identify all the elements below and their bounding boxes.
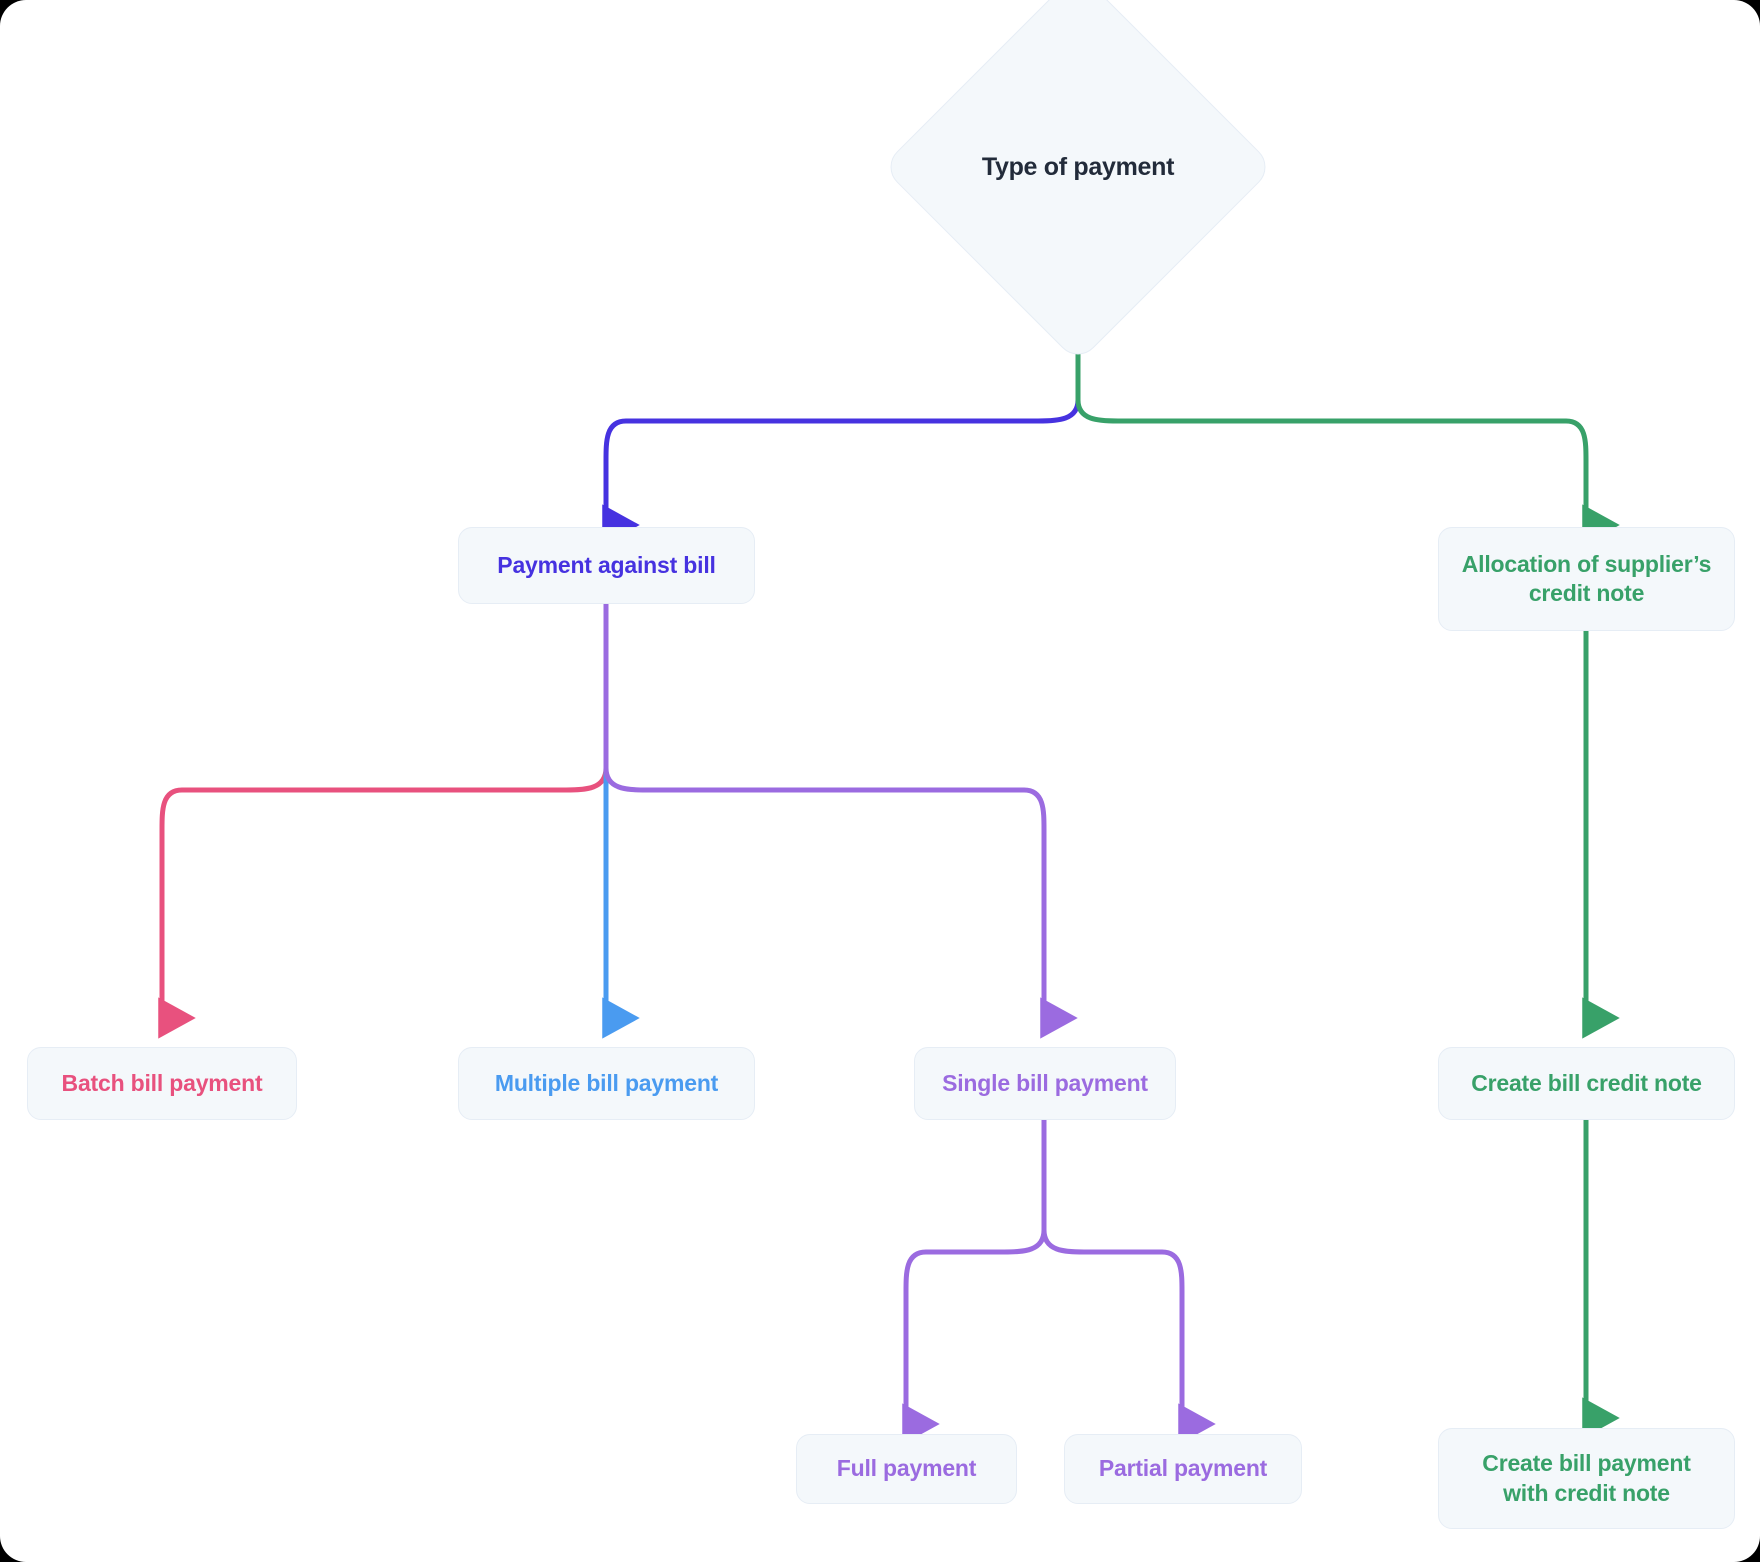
node-single-bill-payment[interactable]: Single bill payment bbox=[914, 1047, 1176, 1120]
node-label-full-payment: Full payment bbox=[836, 1455, 977, 1482]
node-label-batch-bill-payment: Batch bill payment bbox=[61, 1069, 263, 1096]
node-label-type-of-payment: Type of payment bbox=[981, 152, 1175, 181]
node-full-payment[interactable]: Full payment bbox=[796, 1434, 1017, 1504]
node-create-bill-credit-note[interactable]: Create bill credit note bbox=[1438, 1047, 1735, 1120]
node-label-create-bill-credit-note: Create bill credit note bbox=[1471, 1069, 1702, 1096]
node-payment-against-bill[interactable]: Payment against bill bbox=[458, 527, 755, 604]
node-label-payment-against-bill: Payment against bill bbox=[497, 551, 716, 578]
node-label-allocation-of-suppliers-credit-note: Allocation of supplier’s credit note bbox=[1461, 550, 1712, 606]
node-allocation-of-suppliers-credit-note[interactable]: Allocation of supplier’s credit note bbox=[1438, 527, 1735, 631]
node-label-create-bill-payment-with-credit-note: Create bill payment with credit note bbox=[1482, 1450, 1691, 1506]
node-label-single-bill-payment: Single bill payment bbox=[942, 1069, 1148, 1096]
node-multiple-bill-payment[interactable]: Multiple bill payment bbox=[458, 1047, 755, 1120]
node-label-partial-payment: Partial payment bbox=[1098, 1455, 1268, 1482]
node-create-bill-payment-with-credit-note[interactable]: Create bill payment with credit note bbox=[1438, 1428, 1735, 1529]
edge-payment-against-bill-to-single-bill-payment bbox=[603, 604, 1078, 1039]
edge-single-bill-payment-to-full-payment bbox=[902, 1098, 1047, 1445]
node-type-of-payment[interactable]: Type of payment bbox=[881, 0, 1275, 364]
node-label-multiple-bill-payment: Multiple bill payment bbox=[494, 1069, 719, 1096]
edge-single-bill-payment-to-partial-payment bbox=[1041, 1098, 1216, 1445]
edge-payment-against-bill-to-batch-bill-payment bbox=[158, 604, 609, 1039]
node-partial-payment[interactable]: Partial payment bbox=[1064, 1434, 1302, 1504]
node-batch-bill-payment[interactable]: Batch bill payment bbox=[27, 1047, 297, 1120]
edge-root-to-payment-against-bill bbox=[602, 307, 1081, 546]
edge-root-to-allocation-of-suppliers-credit-note bbox=[1075, 307, 1620, 546]
